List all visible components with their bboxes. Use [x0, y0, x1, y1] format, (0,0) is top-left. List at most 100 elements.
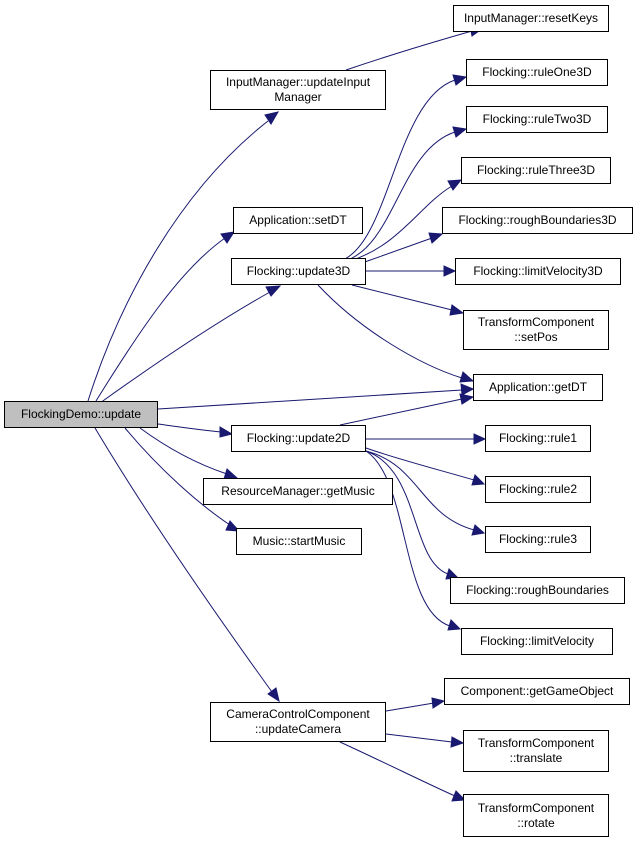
edge-u3d-ruleone-arrow	[452, 74, 468, 86]
edge-u3d-limit3d-arrow	[443, 265, 457, 277]
node-flocking-rule1[interactable]: Flocking::rule1	[485, 425, 591, 452]
edge-u3d-getdt	[317, 284, 463, 379]
node-flocking-rule2[interactable]: Flocking::rule2	[485, 476, 591, 503]
edge-root-input-update	[87, 120, 269, 402]
edge-u3d-setpos-arrow	[449, 304, 465, 316]
node-label-line2: ::setPos	[514, 330, 558, 344]
node-label: FlockingDemo::update	[20, 407, 142, 421]
edge-root-update2d	[157, 423, 223, 433]
node-flocking-limitvelocity[interactable]: Flocking::limitVelocity	[461, 628, 613, 655]
edge-u3d-setpos	[351, 284, 453, 311]
node-label: Flocking::limitVelocity	[479, 634, 595, 648]
node-transformcomponent-translate[interactable]: TransformComponent ::translate	[463, 730, 609, 772]
node-label: ResourceManager::getMusic	[221, 484, 375, 498]
node-label-line2: ::rotate	[517, 815, 555, 830]
edge-root-setdt	[95, 237, 226, 402]
edge-u3d-rulethree	[349, 185, 453, 262]
node-label: Flocking::ruleTwo3D	[482, 112, 592, 126]
node-flocking-ruletwo3d[interactable]: Flocking::ruleTwo3D	[466, 106, 608, 133]
edge-root-startmusic	[124, 427, 231, 526]
node-transformcomponent-rotate[interactable]: TransformComponent ::rotate	[463, 794, 609, 837]
node-label: InputManager::resetKeys	[463, 11, 599, 25]
edge-u2d-rule3	[365, 450, 475, 531]
node-label: Flocking::rule2	[498, 482, 578, 496]
edge-u2d-rule1-arrow	[473, 433, 487, 445]
node-inputmanager-resetkeys[interactable]: InputManager::resetKeys	[453, 5, 609, 32]
edge-u2d-rough	[365, 450, 449, 575]
node-label: Flocking::ruleOne3D	[482, 65, 592, 79]
node-label-line1: TransformComponent	[477, 736, 595, 750]
node-label-line2: ::updateCamera	[254, 722, 342, 736]
node-flocking-rule3[interactable]: Flocking::rule3	[485, 526, 591, 553]
edge-root-getdt	[157, 389, 463, 410]
node-resourcemanager-getmusic[interactable]: ResourceManager::getMusic	[203, 478, 393, 505]
node-cameracontrolcomponent-updatecamera[interactable]: CameraControlComponent ::updateCamera	[210, 702, 386, 742]
node-component-getgameobject[interactable]: Component::getGameObject	[444, 678, 630, 705]
edge-root-startmusic-arrow	[225, 520, 241, 532]
node-flocking-update2d[interactable]: Flocking::update2D	[231, 425, 366, 452]
node-label: Application::getDT	[488, 380, 588, 394]
node-inputmanager-updateinputmanager[interactable]: InputManager::updateInput Manager	[210, 70, 386, 110]
edge-u2d-rule3-arrow	[471, 524, 486, 536]
edge-u3d-ruletwo-arrow	[452, 126, 468, 138]
edge-u2d-limit-arrow	[447, 619, 462, 631]
edge-root-update3d-arrow	[265, 285, 282, 297]
node-label: Flocking::roughBoundaries3D	[458, 213, 617, 227]
node-label-line1: TransformComponent	[477, 315, 595, 329]
edge-root-resmusic	[139, 427, 228, 475]
node-label: Flocking::rule1	[498, 431, 578, 445]
edge-u2d-limit	[365, 450, 451, 627]
node-flocking-update3d[interactable]: Flocking::update3D	[231, 258, 366, 285]
node-flocking-roughboundaries3d[interactable]: Flocking::roughBoundaries3D	[442, 207, 633, 234]
node-label: Music::startMusic	[252, 534, 346, 548]
edge-u2d-getdt-arrow	[459, 393, 475, 405]
edge-cam-rotate-arrow	[451, 790, 467, 802]
edge-root-update3d	[99, 291, 271, 404]
node-flocking-rulethree3d[interactable]: Flocking::ruleThree3D	[461, 157, 611, 184]
edge-u2d-rule2	[365, 447, 475, 481]
edge-root-cam-arrow	[267, 687, 280, 703]
edge-u3d-ruleone	[339, 79, 456, 262]
edge-root-setdt-arrow	[220, 231, 236, 244]
edge-u2d-rule2-arrow	[471, 474, 486, 486]
edge-cam-translate-arrow	[450, 736, 465, 748]
node-application-setdt[interactable]: Application::setDT	[233, 207, 363, 234]
edge-u3d-rulethree-arrow	[447, 179, 463, 191]
node-label-line2: Manager	[274, 90, 322, 104]
node-label: Flocking::ruleThree3D	[476, 163, 596, 177]
node-label: Flocking::rule3	[498, 532, 578, 546]
node-flocking-ruleone3d[interactable]: Flocking::ruleOne3D	[466, 59, 608, 86]
edge-input-reset	[345, 30, 473, 71]
edge-cam-translate	[385, 733, 453, 743]
edge-root-update2d-arrow	[219, 426, 234, 438]
edge-root-input-update-arrow	[264, 111, 280, 125]
edge-root-getdt-arrow	[460, 383, 475, 396]
node-label: Flocking::limitVelocity3D	[473, 264, 603, 278]
node-flocking-roughboundaries[interactable]: Flocking::roughBoundaries	[450, 577, 625, 604]
node-label-line1: InputManager::updateInput	[225, 75, 371, 89]
node-label-line1: CameraControlComponent	[226, 707, 370, 721]
node-label: Application::setDT	[249, 213, 347, 227]
edge-u3d-rough3d-arrow	[428, 232, 444, 244]
edge-u3d-ruletwo	[344, 131, 456, 262]
edge-u3d-rough3d	[361, 237, 433, 264]
node-label: Component::getGameObject	[460, 684, 614, 698]
node-label: Flocking::update3D	[246, 264, 351, 278]
edge-root-cam	[94, 427, 273, 693]
node-label: Flocking::update2D	[246, 431, 351, 445]
edge-cam-getgo	[385, 702, 435, 712]
edge-cam-rotate	[339, 741, 456, 797]
edge-u2d-getdt	[339, 398, 463, 426]
edge-cam-getgo-arrow	[431, 697, 446, 709]
node-flockingdemo-update: FlockingDemo::update	[4, 401, 158, 428]
node-label: Flocking::roughBoundaries	[466, 583, 609, 597]
node-label-line1: TransformComponent	[477, 800, 595, 815]
node-application-getdt[interactable]: Application::getDT	[473, 374, 603, 401]
node-music-startmusic[interactable]: Music::startMusic	[236, 528, 362, 555]
node-flocking-limitvelocity3d[interactable]: Flocking::limitVelocity3D	[455, 258, 621, 285]
edge-u3d-getdt-arrow	[459, 371, 475, 383]
node-transformcomponent-setpos[interactable]: TransformComponent ::setPos	[463, 310, 609, 350]
node-label-line2: ::translate	[509, 751, 563, 765]
